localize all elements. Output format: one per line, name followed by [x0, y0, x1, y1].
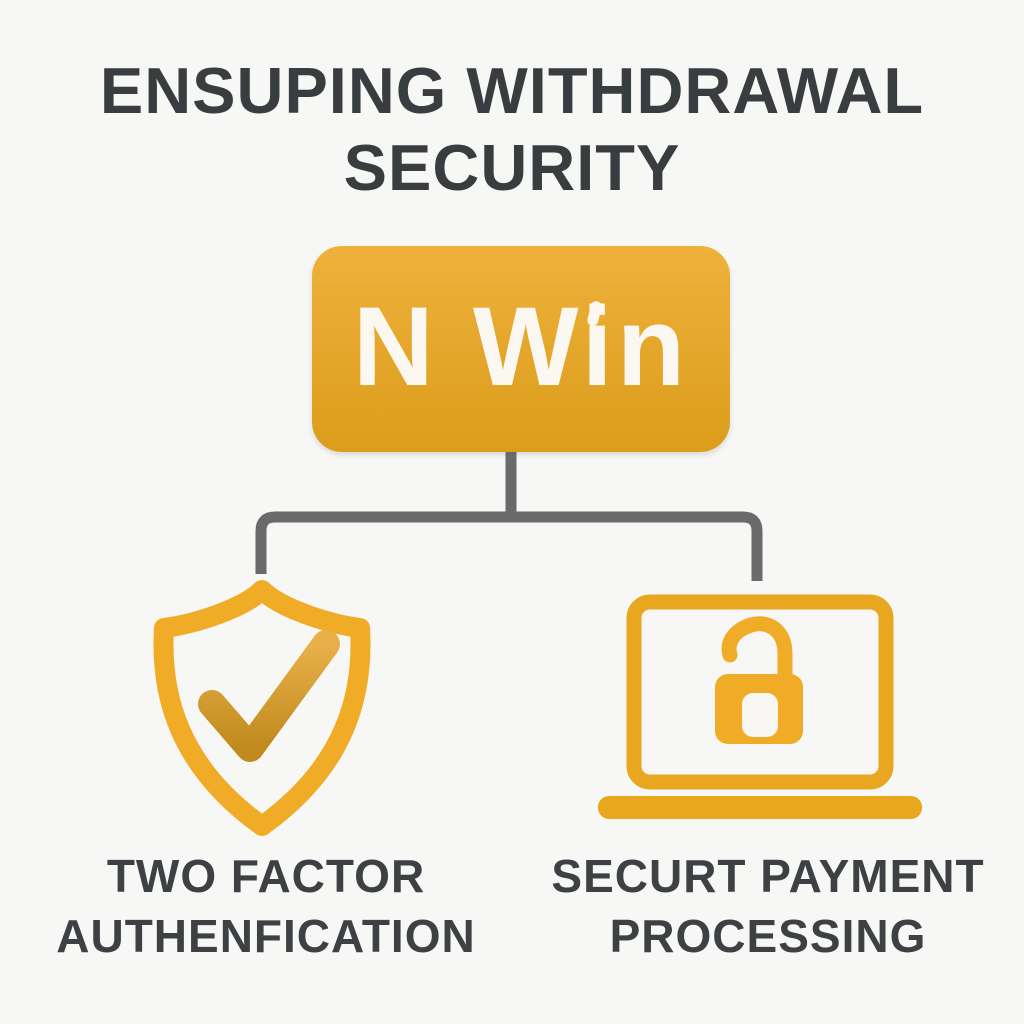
shield-check-icon: [153, 580, 371, 836]
connector-rail: [255, 511, 763, 581]
check-mark: [198, 630, 340, 762]
lock-shackle: [721, 616, 793, 686]
page-title-line1: ENSUPING WITHDRAWAL: [99, 54, 925, 127]
page-title: ENSUPING WITHDRAWAL SECURITY: [0, 52, 1024, 206]
laptop-lock-icon: [598, 594, 922, 819]
brand-node: N Win: [312, 246, 730, 452]
lock-keyhole: [742, 693, 778, 737]
node-label-secure-payment-line1: SECURT PAYMENT: [551, 850, 985, 902]
page-title-line2: SECURITY: [343, 131, 681, 204]
shield-outline: [153, 580, 371, 836]
node-label-two-factor-line2: AUTHENFICATION: [56, 910, 476, 962]
laptop-base: [598, 796, 922, 819]
node-label-two-factor: TWO FACTOR AUTHENFICATION: [16, 846, 516, 966]
node-label-secure-payment-line2: PROCESSING: [609, 910, 927, 962]
node-label-secure-payment: SECURT PAYMENT PROCESSING: [518, 846, 1018, 966]
node-label-two-factor-line1: TWO FACTOR: [106, 850, 426, 902]
brand-label: N Win: [352, 283, 690, 409]
laptop-screen: [626, 594, 894, 790]
